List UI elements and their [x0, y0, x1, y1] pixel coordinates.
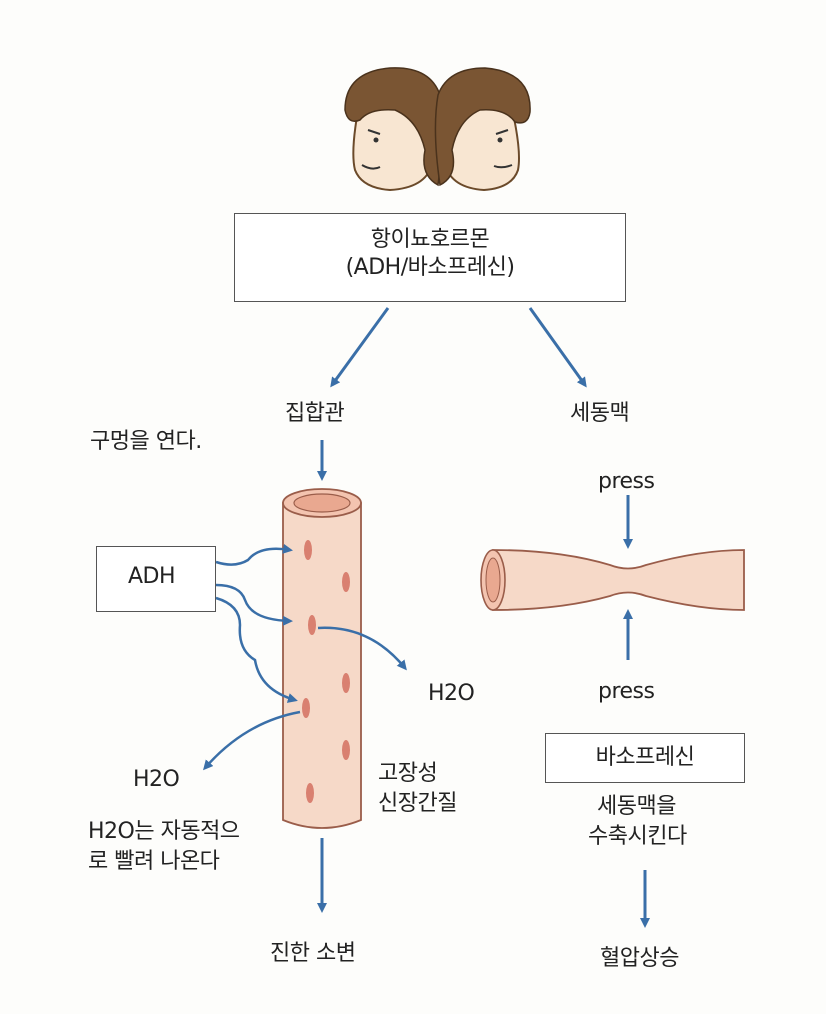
- pore: [342, 740, 350, 760]
- hormone-name: 항이뇨호르몬: [370, 227, 490, 252]
- adh-arrow-3: [215, 596, 298, 703]
- two-faces-icon: [344, 67, 531, 192]
- arteriole-label: 세동맥: [570, 401, 630, 426]
- arrow-to-collecting-duct: [330, 307, 390, 388]
- pore: [308, 615, 316, 635]
- effect-line2: 수축시킨다: [588, 824, 687, 849]
- blood-pressure-label: 혈압상승: [600, 946, 679, 971]
- press-bottom-label: press: [598, 679, 655, 704]
- water-right-label: H2O: [428, 681, 475, 706]
- water-note-line1: H2O는 자동적으: [88, 819, 240, 844]
- collecting-duct-label: 집합관: [285, 401, 345, 426]
- pore-note: 구멍을 연다.: [90, 429, 202, 454]
- water-left-label: H2O: [133, 767, 180, 792]
- interstitium-line2: 신장간질: [378, 791, 457, 816]
- water-arrow-left: [203, 710, 301, 771]
- collecting-duct-tube: [282, 488, 362, 829]
- concentrated-urine-label: 진한 소변: [270, 941, 356, 966]
- hormone-box: 항이뇨호르몬 (ADH/바소프레신): [234, 213, 626, 302]
- pore: [342, 673, 350, 693]
- hormone-alias: (ADH/바소프레신): [345, 254, 515, 280]
- adh-arrow-2: [215, 583, 293, 626]
- arrow-to-arteriole: [528, 307, 587, 388]
- pore: [304, 540, 312, 560]
- adh-box: [96, 546, 216, 612]
- press-top-label: press: [598, 469, 655, 494]
- effect-line1: 세동맥을: [597, 794, 676, 819]
- vasopressin-box: 바소프레신: [545, 733, 745, 783]
- vasopressin-label: 바소프레신: [595, 745, 695, 770]
- interstitium-line1: 고장성: [378, 761, 438, 786]
- pore: [306, 783, 314, 803]
- adh-label: ADH: [128, 564, 176, 589]
- water-arrow-right: [317, 626, 407, 671]
- water-note-line2: 로 빨려 나온다: [88, 849, 220, 874]
- adh-arrow-1: [215, 543, 293, 566]
- arteriole-tube: [480, 549, 745, 611]
- pore: [342, 572, 350, 592]
- pore: [302, 698, 310, 718]
